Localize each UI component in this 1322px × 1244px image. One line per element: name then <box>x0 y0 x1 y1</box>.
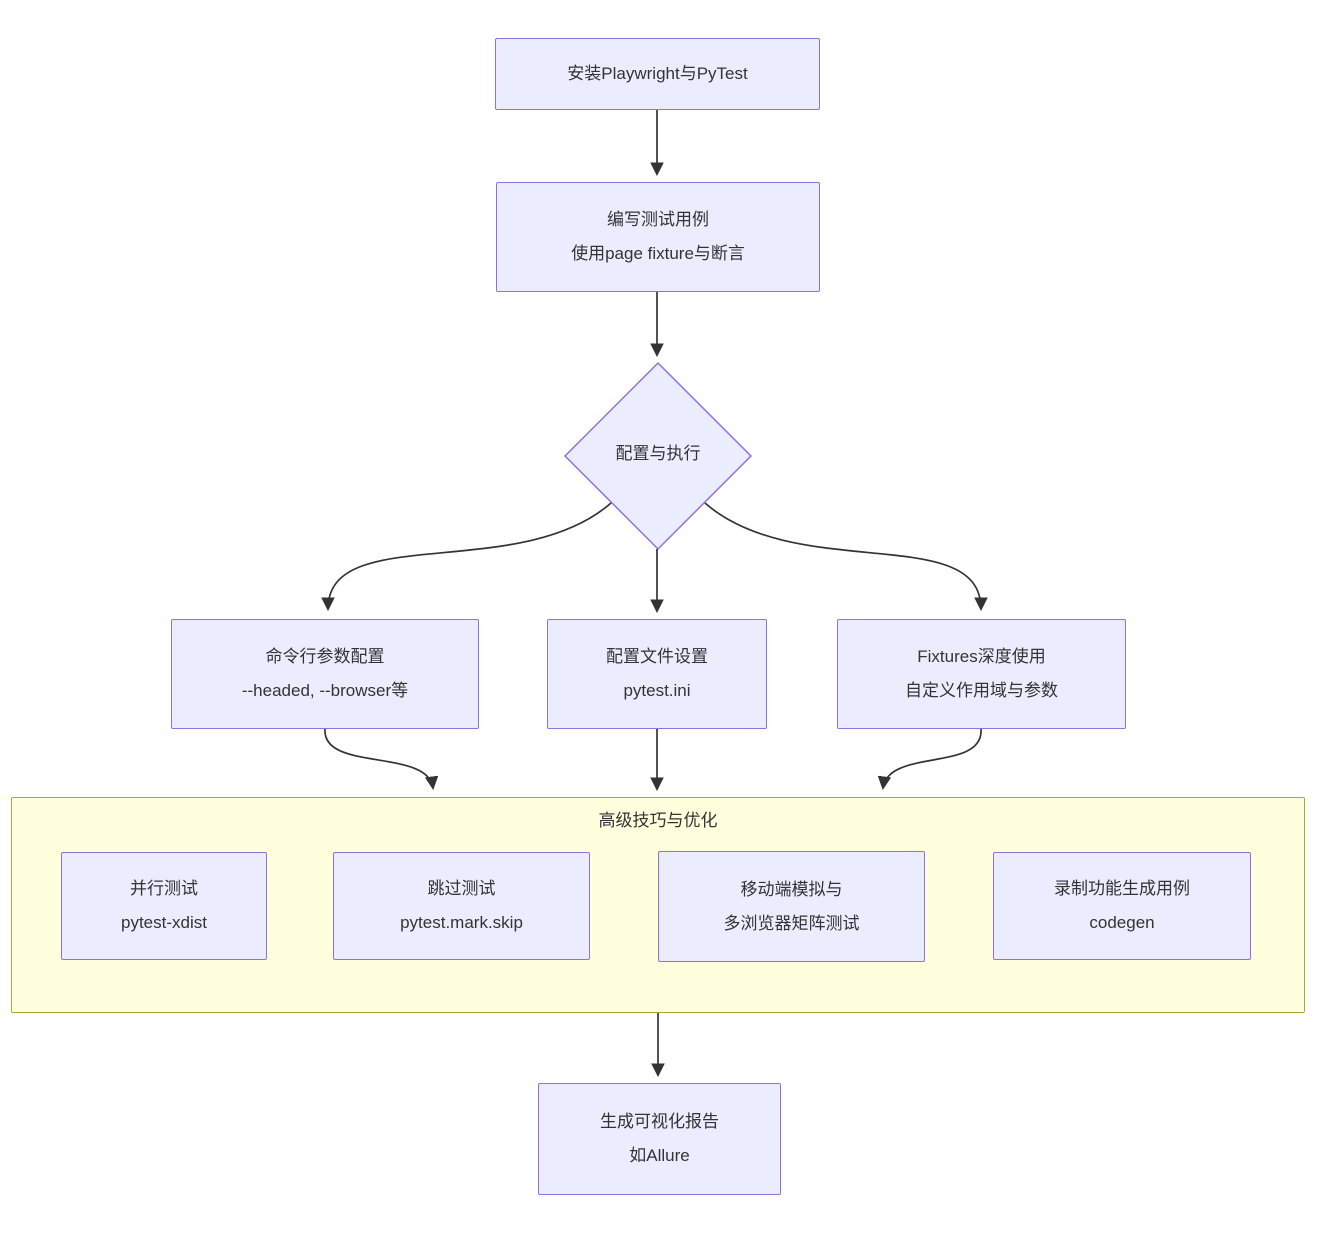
node-cli-args: 命令行参数配置 --headed, --browser等 <box>171 619 479 729</box>
edge-decision-fixtures <box>704 502 988 612</box>
node-cli-args-line2: --headed, --browser等 <box>241 681 409 700</box>
node-skip-line1: 跳过测试 <box>427 879 496 898</box>
node-install-label: 安装Playwright与PyTest <box>567 64 748 83</box>
node-config-file: 配置文件设置 pytest.ini <box>547 619 767 729</box>
node-report-line2: 如Allure <box>629 1146 690 1165</box>
node-install: 安装Playwright与PyTest <box>495 38 820 110</box>
node-skip: 跳过测试 pytest.mark.skip <box>333 852 590 960</box>
node-report-line1: 生成可视化报告 <box>600 1112 719 1131</box>
node-skip-line2: pytest.mark.skip <box>400 913 523 932</box>
node-write-tests-line1: 编写测试用例 <box>607 210 709 229</box>
node-parallel: 并行测试 pytest-xdist <box>61 852 267 960</box>
node-mobile: 移动端模拟与 多浏览器矩阵测试 <box>658 851 925 962</box>
node-codegen-line1: 录制功能生成用例 <box>1054 879 1190 898</box>
node-report: 生成可视化报告 如Allure <box>538 1083 781 1195</box>
node-parallel-line2: pytest-xdist <box>121 913 207 932</box>
node-fixtures: Fixtures深度使用 自定义作用域与参数 <box>837 619 1126 729</box>
node-codegen: 录制功能生成用例 codegen <box>993 852 1251 960</box>
node-write-tests-line2: 使用page fixture与断言 <box>571 244 745 263</box>
node-codegen-line2: codegen <box>1089 913 1155 932</box>
node-fixtures-line2: 自定义作用域与参数 <box>905 681 1058 700</box>
edge-decision-cli <box>321 502 612 612</box>
node-mobile-line2: 多浏览器矩阵测试 <box>723 913 860 933</box>
node-config-file-line1: 配置文件设置 <box>606 647 708 666</box>
node-parallel-line1: 并行测试 <box>130 879 198 898</box>
node-cli-args-line1: 命令行参数配置 <box>265 647 385 666</box>
node-decision-label: 配置与执行 <box>615 444 701 463</box>
decision-diamond-shape <box>563 361 753 551</box>
node-fixtures-line1: Fixtures深度使用 <box>917 647 1046 666</box>
edge-fixtures-cluster <box>877 728 982 791</box>
node-config-file-line2: pytest.ini <box>623 681 691 700</box>
node-write-tests: 编写测试用例 使用page fixture与断言 <box>496 182 820 292</box>
cluster-advanced-title: 高级技巧与优化 <box>598 811 718 830</box>
edge-cli-cluster <box>324 728 439 791</box>
node-mobile-line1: 移动端模拟与 <box>740 879 843 899</box>
